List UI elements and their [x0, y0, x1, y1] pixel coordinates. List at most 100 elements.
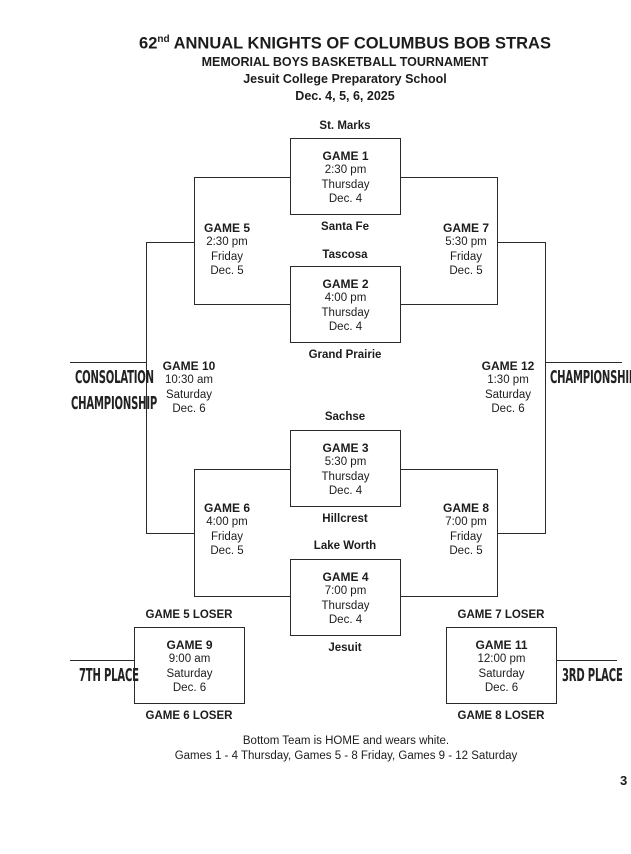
- game-day: Saturday: [166, 667, 213, 680]
- game-time: 5:30 pm: [324, 456, 367, 468]
- bracket-line: [194, 596, 291, 598]
- bracket-line: [497, 242, 546, 244]
- game-2-box: GAME 2 4:00 pm Thursday Dec. 4: [290, 266, 401, 343]
- game-date: Dec. 5: [449, 265, 483, 277]
- game-date: Dec. 5: [210, 265, 244, 277]
- team-st-marks: St. Marks: [319, 120, 371, 132]
- game-day: Friday: [211, 530, 243, 543]
- bracket-line: [146, 242, 194, 244]
- game-date: Dec. 4: [328, 614, 363, 626]
- tournament-subtitle: MEMORIAL BOYS BASKETBALL TOURNAMENT: [201, 55, 489, 69]
- bracket-line: [194, 304, 291, 306]
- home-team-note: Bottom Team is HOME and wears white.: [242, 735, 450, 747]
- game-date: Dec. 4: [328, 193, 363, 205]
- game-9-box: GAME 9 9:00 am Saturday Dec. 6: [134, 627, 245, 704]
- game-day: Thursday: [321, 306, 370, 319]
- game-time: 4:00 pm: [206, 516, 248, 528]
- tournament-title: 62nd ANNUAL KNIGHTS OF COLUMBUS BOB STRA…: [139, 34, 551, 54]
- game-day: Friday: [450, 530, 482, 543]
- bracket-line: [545, 242, 547, 533]
- game-time: 9:00 am: [168, 653, 211, 665]
- championship-label: CHAMPIONSHIP: [550, 367, 631, 388]
- game-time: 12:00 pm: [477, 653, 526, 665]
- game-title: GAME 2: [322, 277, 369, 291]
- game-8-loser-feed: GAME 8 LOSER: [457, 710, 545, 722]
- game-5-info: GAME 5 2:30 pm Friday Dec. 5: [204, 221, 250, 279]
- team-lake-worth: Lake Worth: [313, 540, 377, 552]
- game-date: Dec. 6: [484, 682, 519, 694]
- game-title: GAME 10: [162, 359, 216, 373]
- game-title: GAME 3: [322, 441, 369, 455]
- consolation-label-line2: CHAMPIONSHIP: [71, 393, 158, 414]
- game-12-info: GAME 12 1:30 pm Saturday Dec. 6: [482, 359, 535, 417]
- schedule-note: Games 1 - 4 Thursday, Games 5 - 8 Friday…: [174, 750, 518, 762]
- game-title: GAME 11: [475, 638, 528, 652]
- bracket-line: [194, 469, 196, 596]
- game-date: Dec. 5: [449, 545, 483, 557]
- bracket-line: [146, 533, 194, 535]
- game-day: Thursday: [321, 178, 370, 191]
- game-5-loser-feed: GAME 5 LOSER: [145, 609, 233, 621]
- game-title: GAME 9: [166, 638, 213, 652]
- game-6-info: GAME 6 4:00 pm Friday Dec. 5: [204, 501, 250, 559]
- game-time: 2:30 pm: [324, 164, 367, 176]
- game-time: 2:30 pm: [206, 236, 248, 248]
- bracket-line: [497, 177, 499, 304]
- game-title: GAME 12: [481, 359, 535, 373]
- game-date: Dec. 6: [172, 403, 206, 415]
- game-day: Friday: [211, 250, 243, 263]
- tournament-dates: Dec. 4, 5, 6, 2025: [295, 89, 395, 103]
- game-time: 5:30 pm: [445, 236, 487, 248]
- game-time: 10:30 am: [165, 374, 213, 386]
- game-4-box: GAME 4 7:00 pm Thursday Dec. 4: [290, 559, 401, 636]
- game-time: 4:00 pm: [324, 292, 367, 304]
- game-title: GAME 8: [442, 501, 490, 515]
- bracket-line: [146, 242, 148, 533]
- team-sachse: Sachse: [324, 411, 366, 423]
- game-date: Dec. 4: [328, 321, 363, 333]
- game-title: GAME 1: [322, 149, 369, 163]
- game-date: Dec. 5: [210, 545, 244, 557]
- bracket-line: [497, 533, 546, 535]
- title-text: ANNUAL KNIGHTS OF COLUMBUS BOB STRAS: [169, 34, 551, 53]
- bracket-line: [194, 177, 196, 304]
- team-tascosa: Tascosa: [322, 249, 368, 261]
- game-7-info: GAME 7 5:30 pm Friday Dec. 5: [443, 221, 489, 279]
- game-date: Dec. 6: [172, 682, 207, 694]
- host-school: Jesuit College Preparatory School: [243, 72, 447, 86]
- ordinal-number: 62: [139, 34, 158, 53]
- game-time: 1:30 pm: [487, 374, 529, 386]
- bracket-line: [497, 469, 499, 596]
- game-day: Thursday: [321, 599, 370, 612]
- third-place-label: 3RD PLACE: [562, 665, 623, 686]
- consolation-label-line1: CONSOLATION: [75, 367, 154, 388]
- game-title: GAME 5: [203, 221, 251, 235]
- game-time: 7:00 pm: [324, 585, 367, 597]
- game-day: Saturday: [478, 667, 525, 680]
- game-day: Saturday: [484, 388, 532, 401]
- bracket-line: [400, 596, 498, 598]
- game-3-box: GAME 3 5:30 pm Thursday Dec. 4: [290, 430, 401, 507]
- page-number: 3: [620, 773, 628, 788]
- game-title: GAME 7: [442, 221, 490, 235]
- team-jesuit: Jesuit: [328, 642, 362, 654]
- bracket-line: [400, 177, 498, 179]
- team-grand-prairie: Grand Prairie: [308, 349, 382, 361]
- game-title: GAME 6: [203, 501, 251, 515]
- team-santa-fe: Santa Fe: [321, 221, 369, 233]
- bracket-line: [70, 362, 147, 364]
- game-1-box: GAME 1 2:30 pm Thursday Dec. 4: [290, 138, 401, 215]
- game-date: Dec. 4: [328, 485, 363, 497]
- game-time: 7:00 pm: [445, 516, 487, 528]
- game-6-loser-feed: GAME 6 LOSER: [145, 710, 233, 722]
- game-date: Dec. 6: [491, 403, 525, 415]
- ordinal-suffix: nd: [157, 34, 170, 45]
- game-day: Saturday: [165, 388, 213, 401]
- game-8-info: GAME 8 7:00 pm Friday Dec. 5: [443, 501, 489, 559]
- game-title: GAME 4: [322, 570, 369, 584]
- bracket-line: [400, 304, 498, 306]
- seventh-place-label: 7TH PLACE: [79, 665, 139, 686]
- bracket-line: [400, 469, 498, 471]
- game-day: Thursday: [321, 470, 370, 483]
- bracket-line: [556, 660, 617, 662]
